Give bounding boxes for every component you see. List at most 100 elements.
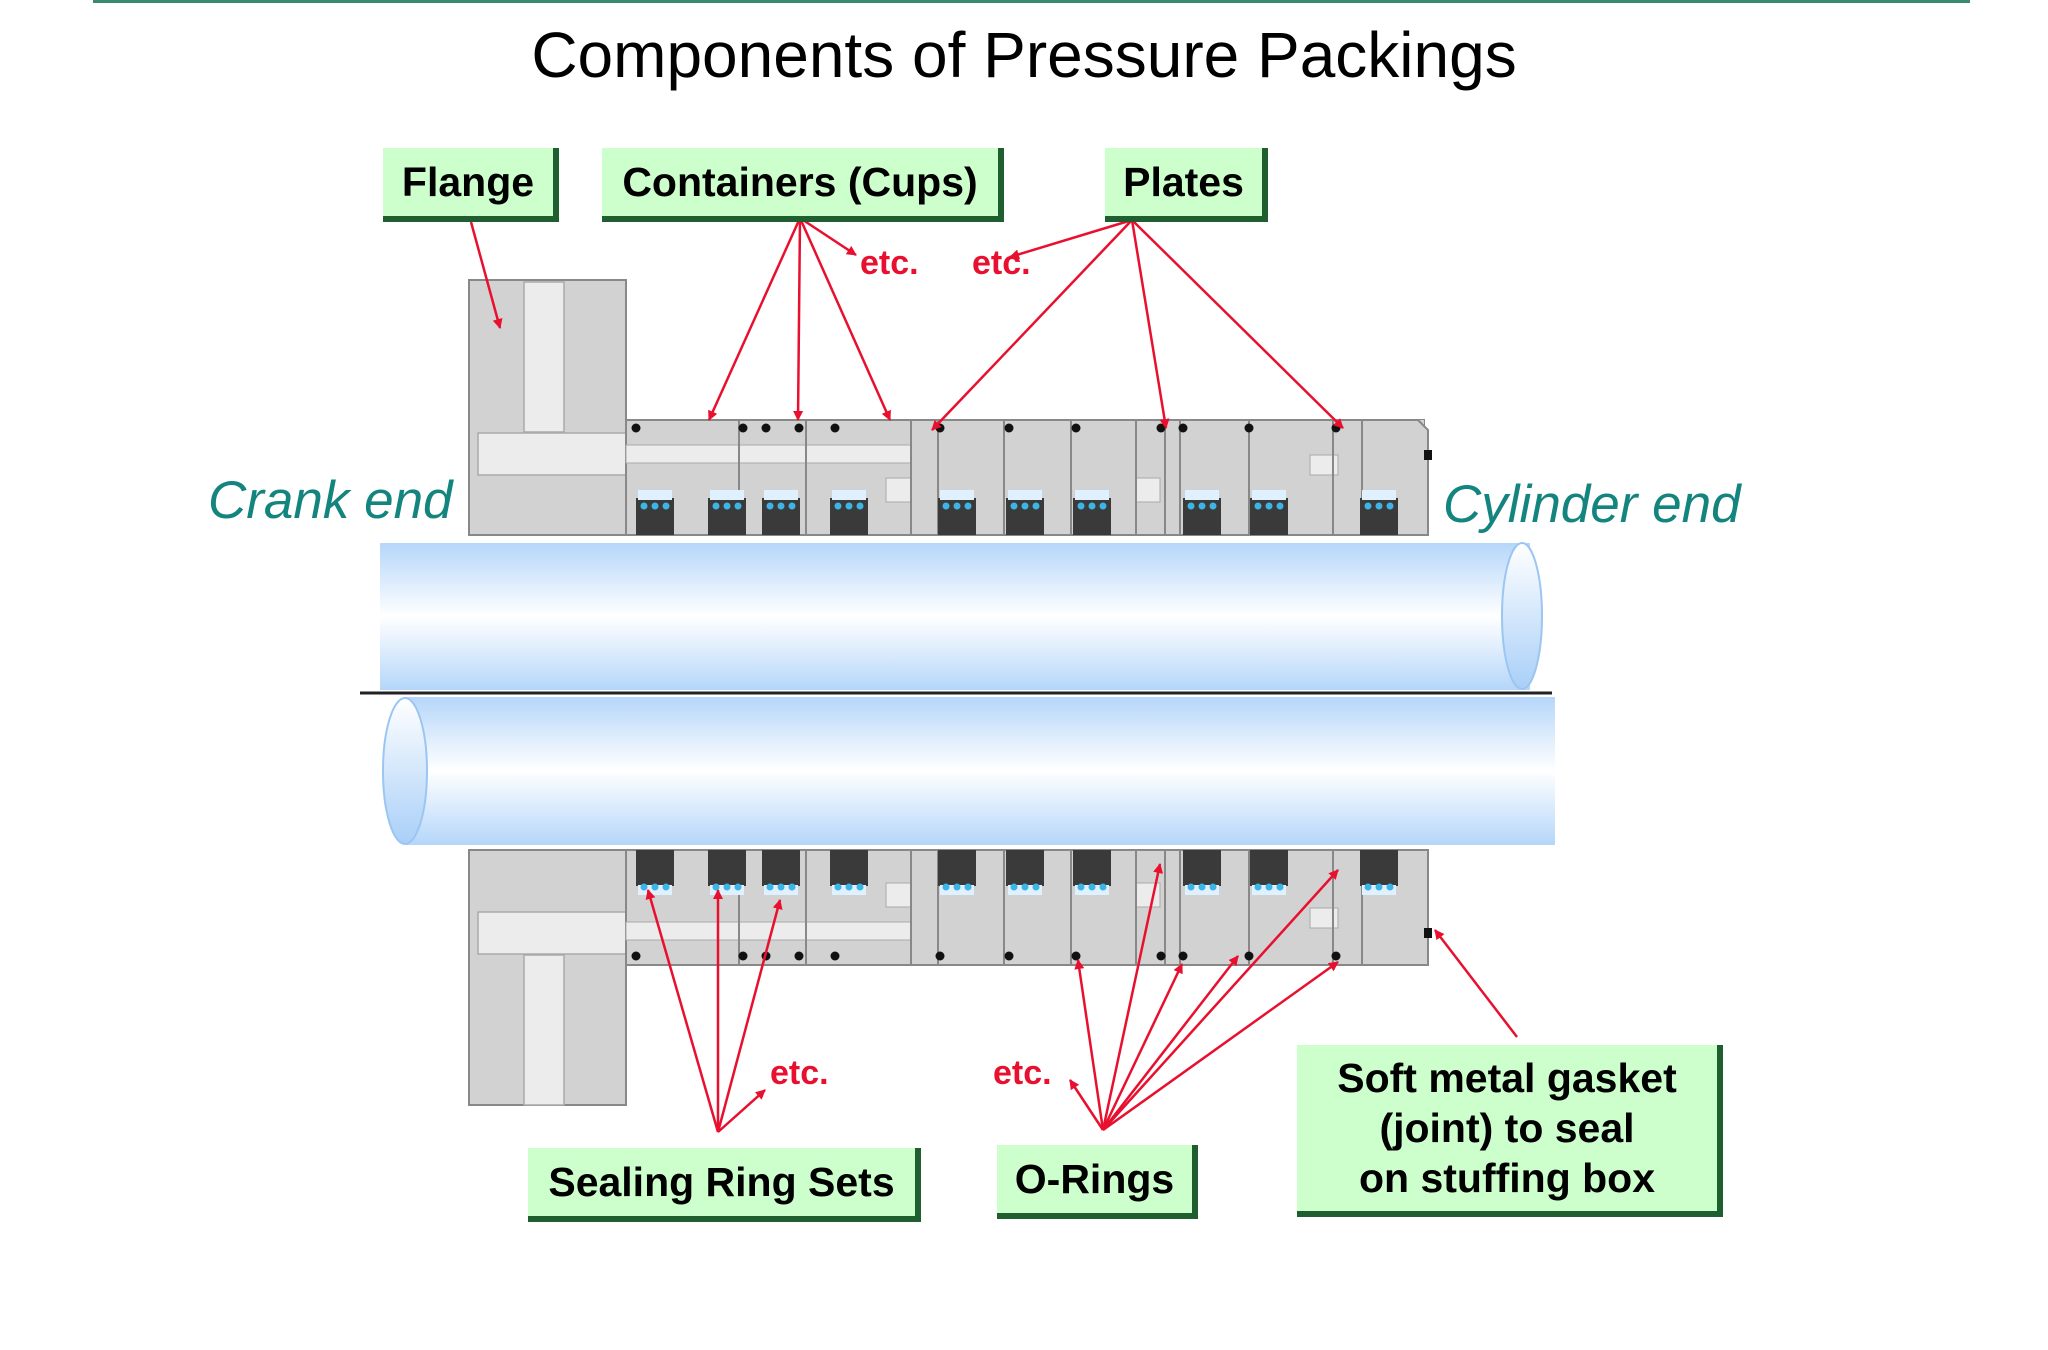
spring-dot (834, 502, 842, 510)
spring-dot (777, 502, 785, 510)
spring-dot (964, 883, 972, 891)
spring-dot (1276, 502, 1284, 510)
cylinder-end-label: Cylinder end (1443, 475, 1741, 534)
pointer-arrow (1101, 963, 1184, 1131)
spring-dot (1099, 883, 1107, 891)
o-ring-lower (1071, 951, 1081, 961)
spring-dot (766, 883, 774, 891)
spring-dot (834, 883, 842, 891)
sealing-ring-sets (636, 490, 1398, 895)
spring-dot (1265, 883, 1273, 891)
ring-block-lower (1006, 850, 1044, 886)
spring-dot (1032, 883, 1040, 891)
pointer-arrow (1068, 1079, 1105, 1131)
etc-sealing-rings: etc. (770, 1054, 829, 1092)
spring-dot (1276, 883, 1284, 891)
spring-dot (734, 502, 742, 510)
spring-dot (942, 502, 950, 510)
gasket-callout: Soft metal gasket (joint) to seal on stu… (1297, 1045, 1723, 1217)
spring-dot (1198, 502, 1206, 510)
ring-block-lower (1073, 850, 1111, 886)
containers-callout: Containers (Cups) (602, 148, 1004, 222)
spring-dot (651, 502, 659, 510)
pointer-arrow (1102, 869, 1339, 1131)
spring-dot (723, 883, 731, 891)
spring-dot (942, 883, 950, 891)
gasket-upper (1424, 450, 1432, 460)
o-ring-lower (1156, 951, 1166, 961)
lower-flange (468, 849, 629, 1106)
sealing-ring-sets-label: Sealing Ring Sets (548, 1158, 895, 1205)
ring-spring-upper (710, 490, 744, 500)
spring-dot (953, 883, 961, 891)
spring-dot (1364, 502, 1372, 510)
ring-block-lower (762, 850, 800, 886)
o-ring-lower (830, 951, 840, 961)
pointer-arrow (717, 1089, 766, 1133)
gasket-label-line3: on stuffing box (1358, 1155, 1656, 1201)
ring-spring-upper (1252, 490, 1286, 500)
o-ring-lower (1004, 951, 1014, 961)
gasket-lower (1424, 928, 1432, 938)
spring-dot (1187, 502, 1195, 510)
spring-dot (712, 883, 720, 891)
o-ring-upper (631, 423, 641, 433)
ring-spring-upper (1075, 490, 1109, 500)
pointer-arrow (798, 217, 892, 421)
o-ring-lower (1244, 951, 1254, 961)
pointer-arrow (1434, 929, 1518, 1038)
o-ring-upper (1004, 423, 1014, 433)
spring-dot (1254, 502, 1262, 510)
spring-dot (1375, 502, 1383, 510)
ring-spring-upper (1362, 490, 1396, 500)
pointer-arrow (799, 216, 857, 257)
ring-block-lower (830, 850, 868, 886)
crank-end-label: Crank end (208, 471, 453, 530)
pointer-arrow (931, 219, 1133, 431)
spring-dot (1021, 883, 1029, 891)
o-ring-lower (935, 951, 945, 961)
spring-dot (777, 883, 785, 891)
spring-dot (845, 883, 853, 891)
etc-containers: etc. (860, 244, 919, 282)
spring-dot (651, 883, 659, 891)
o-ring-lower (794, 951, 804, 961)
o-rings-label: O-Rings (1014, 1155, 1175, 1202)
ring-spring-upper (832, 490, 866, 500)
pointer-arrow (707, 217, 802, 421)
spring-dot (1032, 502, 1040, 510)
spring-dot (1088, 883, 1096, 891)
spring-dot (1375, 883, 1383, 891)
pointer-arrows (469, 216, 1518, 1133)
flange-callout: Flange (383, 148, 559, 222)
plates-label: Plates (1123, 158, 1244, 205)
o-ring-upper (794, 423, 804, 433)
spring-dot (1209, 883, 1217, 891)
spring-dot (1077, 883, 1085, 891)
spring-dot (662, 502, 670, 510)
spring-dot (788, 883, 796, 891)
spring-dot (1254, 883, 1262, 891)
ring-block-lower (636, 850, 674, 886)
spring-dot (640, 883, 648, 891)
plates-callout: Plates (1105, 148, 1268, 222)
o-ring-upper (1156, 423, 1166, 433)
pointer-arrow (1101, 863, 1164, 1131)
spring-dot (1187, 883, 1195, 891)
o-ring-lower (631, 951, 641, 961)
pointer-arrow (1009, 218, 1133, 260)
o-ring-upper (761, 423, 771, 433)
spring-dot (723, 502, 731, 510)
spring-dot (734, 883, 742, 891)
pointer-arrow (1102, 955, 1239, 1131)
spring-dot (1209, 502, 1217, 510)
pointer-arrow (1130, 219, 1170, 429)
spring-dot (1010, 502, 1018, 510)
spring-dot (1386, 883, 1394, 891)
o-ring-upper (830, 423, 840, 433)
ring-block-lower (1250, 850, 1288, 886)
spring-dot (662, 883, 670, 891)
o-ring-upper (1071, 423, 1081, 433)
o-ring-lower (1331, 951, 1341, 961)
